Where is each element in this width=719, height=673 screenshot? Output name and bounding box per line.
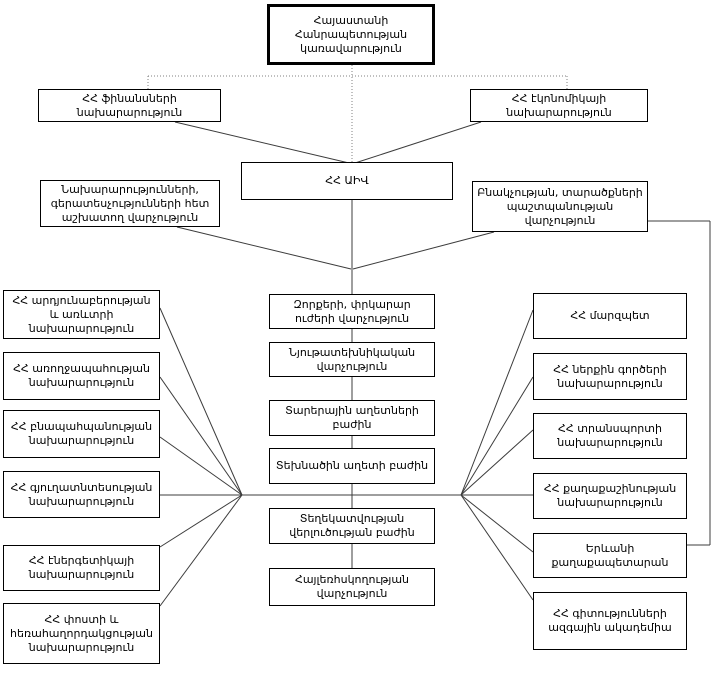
- node-div-information-analysis: Տեղեկատվության վերլուծության բաժին: [269, 508, 435, 544]
- node-dept-mountain-control: Հայլեռհսկողության վարչություն: [269, 568, 435, 606]
- node-div-technogenic-disaster: Տեխնածին աղետի բաժին: [269, 448, 435, 484]
- node-ministry-agriculture: ՀՀ գյուղատնտեսության նախարարություն: [3, 471, 160, 518]
- node-marzpet: ՀՀ մարզպետ: [533, 293, 687, 339]
- node-government: Հայաստանի Հանրապետության կառավարություն: [267, 4, 435, 65]
- node-ministry-post-telecom: ՀՀ փոստի և հեռահաղորդակցության նախարարու…: [3, 603, 160, 664]
- node-ministry-finance: ՀՀ ֆինանսների նախարարություն: [38, 89, 221, 122]
- node-ministry-internal-affairs: ՀՀ ներքին գործերի նախարարություն: [533, 353, 687, 400]
- node-dept-logistics: Նյութատեխնիկական վարչություն: [269, 342, 435, 377]
- node-ministry-health: ՀՀ առողջապահության նախարարություն: [3, 352, 160, 400]
- node-aiv: ՀՀ ԱԻՎ: [241, 162, 453, 200]
- solid-connectors: [159, 121, 711, 607]
- node-ministry-nature-protection: ՀՀ բնապահպանության նախարարություն: [3, 410, 160, 458]
- node-yerevan-municipality: Երևանի քաղաքապետարան: [533, 533, 687, 578]
- node-ministry-energy: ՀՀ էներգետիկայի նախարարություն: [3, 545, 160, 591]
- node-dept-ministries-agencies: Նախարարությունների, գերատեսչությունների …: [40, 180, 220, 227]
- node-div-natural-disasters: Տարերային աղետների բաժին: [269, 400, 435, 436]
- node-dept-troops-rescue-forces: Զորքերի, փրկարար ուժերի վարչություն: [269, 294, 435, 329]
- node-ministry-transport: ՀՀ տրանսպորտի նախարարություն: [533, 413, 687, 459]
- dotted-connectors: [147, 65, 568, 162]
- node-ministry-industry-trade: ՀՀ արդյունաբերության և առևտրի նախարարութ…: [3, 290, 160, 339]
- node-ministry-urban-development: ՀՀ քաղաքաշինության նախարարություն: [533, 473, 687, 519]
- node-dept-population-protection: Բնակչության, տարածքների պաշտպանության վա…: [472, 181, 648, 232]
- node-ministry-economy: ՀՀ էկոնոմիկայի նախարարություն: [470, 89, 648, 122]
- node-national-academy-of-sciences: ՀՀ գիտությունների ազգային ակադեմիա: [533, 592, 687, 650]
